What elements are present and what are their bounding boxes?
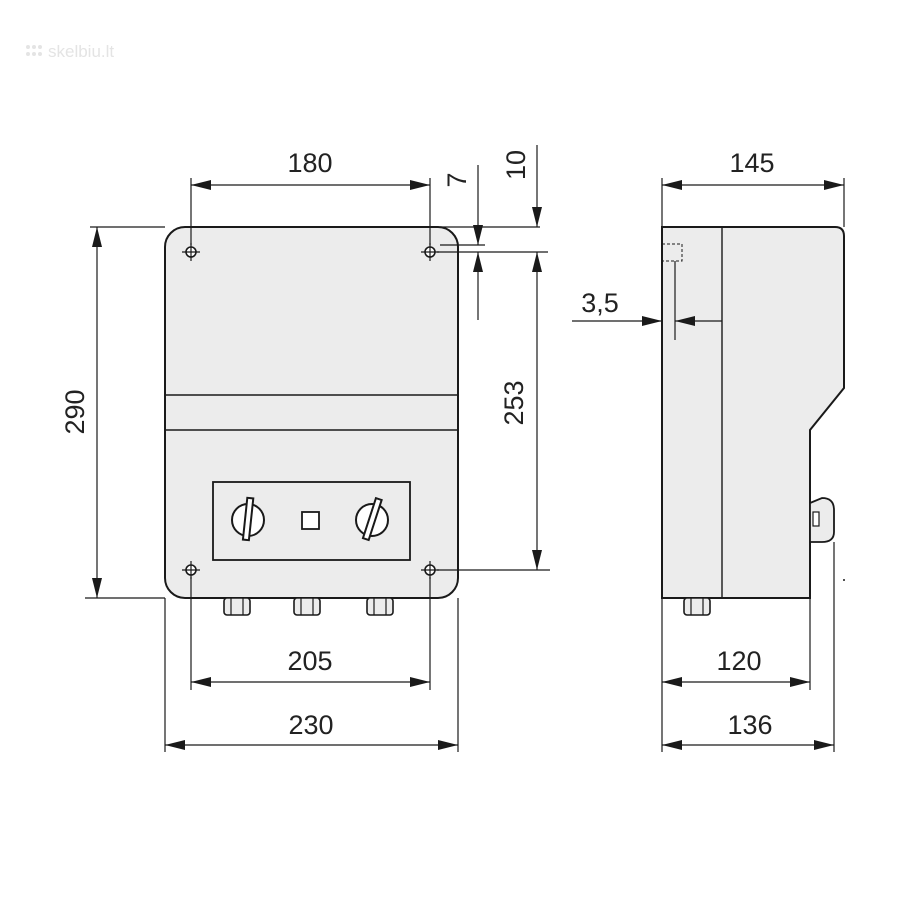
dim-label-10: 10 <box>501 150 531 180</box>
watermark-text: skelbiu.lt <box>48 42 114 61</box>
dim-label-120: 120 <box>716 646 761 676</box>
watermark: skelbiu.lt <box>26 42 114 61</box>
dim-label-180: 180 <box>287 148 332 178</box>
mounting-hole-bottom-right <box>421 561 439 579</box>
side-knob <box>809 497 835 543</box>
dim-label-145: 145 <box>729 148 774 178</box>
left-knob <box>231 496 265 542</box>
mounting-hole-top-left <box>182 243 200 261</box>
dim-label-7: 7 <box>442 172 472 187</box>
mounting-hole-top-right <box>421 243 439 261</box>
cable-gland-3 <box>366 597 394 616</box>
dim-label-205: 205 <box>287 646 332 676</box>
side-cable-gland <box>683 597 711 616</box>
side-view: 145 3,5 120 136 <box>572 148 845 752</box>
enclosure-front-body <box>164 226 459 599</box>
dim-label-230: 230 <box>288 710 333 740</box>
cable-gland-2 <box>293 597 321 616</box>
right-knob <box>355 496 389 542</box>
front-view: 180 7 10 290 253 205 230 <box>60 145 550 752</box>
indicator-light <box>301 511 320 530</box>
enclosure-side-body <box>661 226 845 599</box>
dim-label-253: 253 <box>499 380 529 425</box>
control-panel <box>212 481 411 561</box>
dim-label-136: 136 <box>727 710 772 740</box>
cable-gland-1 <box>223 597 251 616</box>
dim-label-3-5: 3,5 <box>581 288 619 318</box>
dim-label-290: 290 <box>60 389 90 434</box>
hinge-detail <box>661 243 683 262</box>
mounting-hole-bottom-left <box>182 561 200 579</box>
